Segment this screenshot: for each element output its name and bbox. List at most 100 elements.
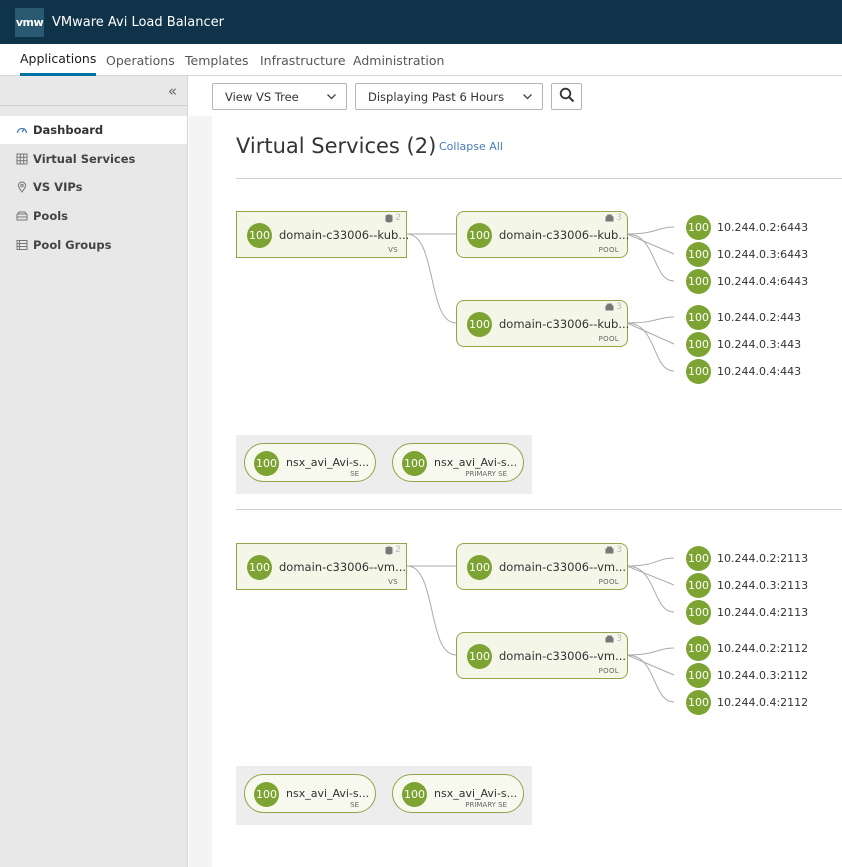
health-score-badge: 100 bbox=[254, 451, 279, 476]
health-score-badge: 100 bbox=[686, 241, 711, 267]
server-node[interactable]: 100 10.244.0.3:443 bbox=[686, 331, 801, 357]
service-engine-node[interactable]: 100 nsx_avi_Avi-s... SE bbox=[244, 774, 376, 813]
main-nav: Applications Operations Templates Infras… bbox=[0, 44, 842, 76]
server-address: 10.244.0.4:6443 bbox=[717, 274, 809, 288]
sidebar-item-label: Dashboard bbox=[33, 123, 104, 137]
pool-node[interactable]: 100 domain-c33006--vm... 3 POOL bbox=[456, 632, 628, 679]
server-address: 10.244.0.4:2112 bbox=[717, 695, 809, 709]
service-engine-node[interactable]: 100 nsx_avi_Avi-s... PRIMARY SE bbox=[392, 774, 524, 813]
server-stack-icon bbox=[605, 303, 614, 311]
service-engine-node[interactable]: 100 nsx_avi_Avi-s... PRIMARY SE bbox=[392, 443, 524, 482]
node-type-label: VS bbox=[388, 578, 398, 586]
se-type-label: SE bbox=[350, 470, 359, 478]
se-type-label: PRIMARY SE bbox=[465, 470, 507, 478]
server-address: 10.244.0.2:6443 bbox=[717, 220, 809, 234]
pool-node[interactable]: 100 domain-c33006--vm... 3 POOL bbox=[456, 543, 628, 590]
vs-node[interactable]: 100 domain-c33006--vm... 2 VS bbox=[236, 543, 407, 590]
pool-name: domain-c33006--vm... bbox=[499, 560, 627, 574]
health-score-badge: 100 bbox=[467, 312, 492, 337]
health-score-badge: 100 bbox=[686, 599, 711, 625]
node-type-label: VS bbox=[388, 246, 398, 254]
health-score-badge: 100 bbox=[467, 644, 492, 669]
se-type-label: SE bbox=[350, 801, 359, 809]
vs-count: 2 bbox=[385, 213, 401, 223]
time-range-value: Displaying Past 6 Hours bbox=[368, 89, 505, 104]
server-node[interactable]: 100 10.244.0.3:2113 bbox=[686, 572, 808, 598]
server-stack-icon bbox=[16, 210, 28, 222]
server-address: 10.244.0.3:2113 bbox=[717, 578, 809, 592]
vmware-logo[interactable]: vmw bbox=[15, 7, 44, 37]
sidebar-item-vs-vips[interactable]: VS VIPs bbox=[0, 173, 187, 201]
search-button[interactable] bbox=[551, 83, 582, 110]
sidebar-item-pool-groups[interactable]: Pool Groups bbox=[0, 231, 187, 259]
tree-connectors bbox=[406, 226, 675, 703]
se-name: nsx_avi_Avi-s... bbox=[286, 456, 370, 469]
database-icon bbox=[385, 214, 393, 222]
health-score-badge: 100 bbox=[467, 555, 492, 580]
sidebar-divider bbox=[0, 105, 188, 106]
search-icon bbox=[559, 87, 575, 107]
tab-infrastructure[interactable]: Infrastructure bbox=[260, 52, 346, 68]
node-type-label: POOL bbox=[598, 667, 619, 675]
se-name: nsx_avi_Avi-s... bbox=[286, 787, 370, 800]
pool-node[interactable]: 100 domain-c33006--kub... 3 POOL bbox=[456, 211, 630, 258]
tab-templates[interactable]: Templates bbox=[185, 52, 249, 68]
health-score-badge: 100 bbox=[686, 268, 711, 294]
server-node[interactable]: 100 10.244.0.4:443 bbox=[686, 358, 801, 384]
sidebar-item-label: VS VIPs bbox=[33, 180, 83, 194]
divider bbox=[236, 509, 842, 510]
list-icon bbox=[16, 239, 28, 251]
service-engine-node[interactable]: 100 nsx_avi_Avi-s... SE bbox=[244, 443, 376, 482]
server-node[interactable]: 100 10.244.0.4:2113 bbox=[686, 599, 808, 625]
health-score-badge: 100 bbox=[686, 635, 711, 661]
health-score-badge: 100 bbox=[686, 572, 711, 598]
pool-name: domain-c33006--kub... bbox=[499, 228, 630, 242]
health-score-badge: 100 bbox=[402, 451, 427, 476]
content-gutter bbox=[189, 116, 212, 867]
pool-count: 3 bbox=[605, 213, 622, 223]
vs-name: domain-c33006--vm... bbox=[279, 560, 407, 574]
app-title: VMware Avi Load Balancer bbox=[52, 14, 224, 30]
server-node[interactable]: 100 10.244.0.3:6443 bbox=[686, 241, 808, 267]
view-select[interactable]: View VS Tree bbox=[212, 83, 347, 110]
vs-name: domain-c33006--kub... bbox=[279, 228, 410, 242]
server-node[interactable]: 100 10.244.0.2:2113 bbox=[686, 545, 808, 571]
sidebar-item-label: Pool Groups bbox=[33, 238, 112, 252]
server-node[interactable]: 100 10.244.0.4:6443 bbox=[686, 268, 808, 294]
tab-operations[interactable]: Operations bbox=[106, 52, 175, 68]
server-address: 10.244.0.4:443 bbox=[717, 364, 802, 378]
health-score-badge: 100 bbox=[686, 304, 711, 330]
server-address: 10.244.0.2:443 bbox=[717, 310, 802, 324]
pool-name: domain-c33006--vm... bbox=[499, 649, 627, 663]
pool-node[interactable]: 100 domain-c33006--kub... 3 POOL bbox=[456, 300, 629, 347]
sidebar-item-pools[interactable]: Pools bbox=[0, 202, 187, 230]
tab-applications[interactable]: Applications bbox=[20, 44, 97, 76]
toolbar: View VS Tree Displaying Past 6 Hours bbox=[189, 76, 842, 116]
health-score-badge: 100 bbox=[686, 331, 711, 357]
server-node[interactable]: 100 10.244.0.3:2112 bbox=[686, 662, 808, 688]
health-score-badge: 100 bbox=[686, 545, 711, 571]
server-node[interactable]: 100 10.244.0.2:443 bbox=[686, 304, 801, 330]
collapse-all-link[interactable]: Collapse All bbox=[439, 140, 503, 153]
server-stack-icon bbox=[605, 635, 614, 643]
sidebar-item-dashboard[interactable]: Dashboard bbox=[0, 116, 187, 144]
sidebar-item-virtual-services[interactable]: Virtual Services bbox=[0, 145, 187, 173]
pool-count: 3 bbox=[605, 302, 622, 312]
server-node[interactable]: 100 10.244.0.2:6443 bbox=[686, 214, 808, 240]
node-type-label: POOL bbox=[598, 578, 619, 586]
database-icon bbox=[385, 546, 393, 554]
health-score-badge: 100 bbox=[467, 223, 492, 248]
sidebar-item-label: Pools bbox=[33, 209, 69, 223]
server-node[interactable]: 100 10.244.0.4:2112 bbox=[686, 689, 808, 715]
se-type-label: PRIMARY SE bbox=[465, 801, 507, 809]
double-chevron-left-icon[interactable]: « bbox=[167, 82, 177, 100]
server-node[interactable]: 100 10.244.0.2:2112 bbox=[686, 635, 808, 661]
health-score-badge: 100 bbox=[247, 555, 272, 580]
server-address: 10.244.0.2:2113 bbox=[717, 551, 809, 565]
time-range-select[interactable]: Displaying Past 6 Hours bbox=[355, 83, 543, 110]
chevron-down-icon bbox=[522, 91, 533, 105]
tab-administration[interactable]: Administration bbox=[353, 52, 445, 68]
pool-count: 3 bbox=[605, 545, 622, 555]
server-address: 10.244.0.3:2112 bbox=[717, 668, 809, 682]
vs-node[interactable]: 100 domain-c33006--kub... 2 VS bbox=[236, 211, 410, 258]
